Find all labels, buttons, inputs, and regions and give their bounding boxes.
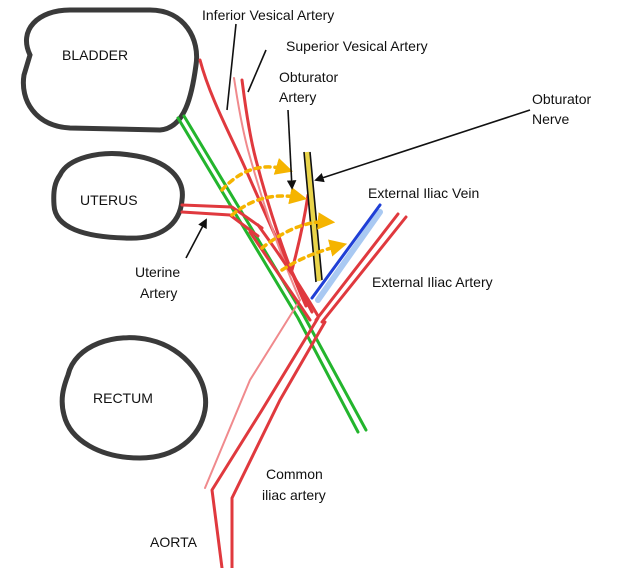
bladder-label: BLADDER	[62, 47, 128, 63]
label-external-iliac-vein: External Iliac Vein	[368, 185, 479, 201]
common-iliac-line-b	[232, 322, 325, 568]
label-uterine-artery-line1: Uterine	[135, 264, 180, 280]
rectum-label: RECTUM	[93, 390, 153, 406]
labels: Inferior Vesical Artery Superior Vesical…	[135, 7, 591, 550]
pointer-lines	[186, 24, 530, 258]
dotted-arrow-1	[222, 167, 288, 190]
uterus: UTERUS	[54, 154, 183, 239]
label-uterine-artery-line2: Artery	[140, 285, 177, 301]
uterus-label: UTERUS	[80, 192, 138, 208]
label-common-iliac-line2: iliac artery	[262, 487, 326, 503]
bladder-outline	[23, 10, 196, 130]
common-iliac-line-c	[205, 300, 300, 488]
label-common-iliac-line1: Common	[266, 466, 323, 482]
common-iliac-artery	[205, 300, 325, 568]
label-superior-vesical-artery: Superior Vesical Artery	[286, 38, 428, 54]
label-external-iliac-artery: External Iliac Artery	[372, 274, 493, 290]
label-aorta: AORTA	[150, 534, 198, 550]
pointer-uterine-artery	[186, 220, 206, 258]
obturator-nerve-fill	[307, 152, 319, 281]
label-obturator-artery-line1: Obturator	[279, 69, 338, 85]
pointer-obturator-artery	[288, 110, 292, 188]
pointer-superior-vesical	[248, 50, 266, 92]
label-obturator-nerve-line1: Obturator	[532, 91, 591, 107]
label-obturator-nerve-line2: Nerve	[532, 111, 570, 127]
rectum: RECTUM	[62, 338, 205, 458]
obturator-nerve	[304, 152, 322, 282]
label-inferior-vesical-artery: Inferior Vesical Artery	[202, 7, 334, 23]
superior-vesical-artery	[242, 80, 306, 306]
pointer-obturator-nerve	[316, 110, 530, 180]
dotted-arrow-4	[282, 245, 342, 270]
pointer-inferior-vesical	[227, 24, 236, 110]
label-obturator-artery-line2: Artery	[279, 89, 316, 105]
bladder: BLADDER	[23, 10, 196, 130]
external-iliac-artery-line-a	[316, 214, 398, 320]
